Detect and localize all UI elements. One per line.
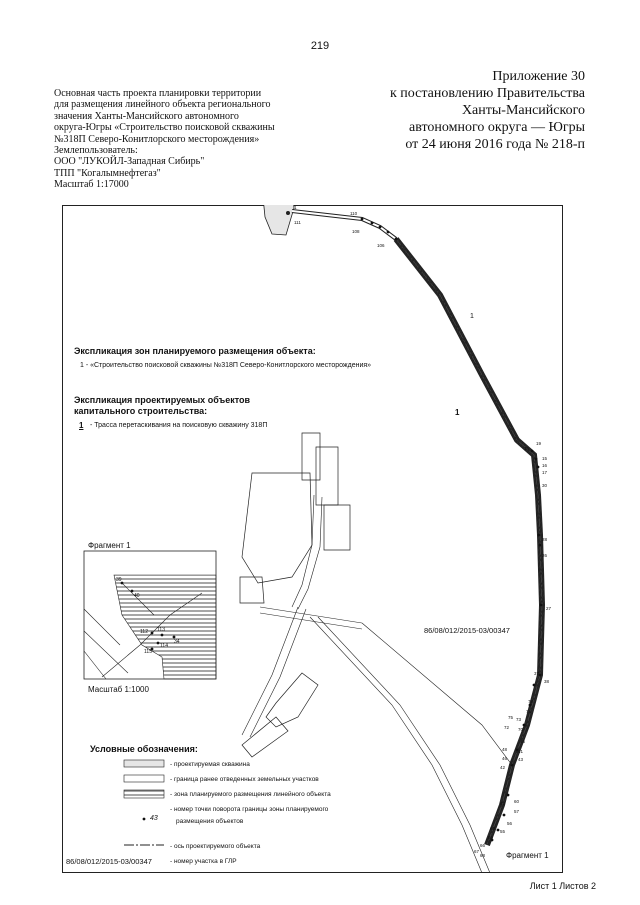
title-line: округа-Югры «Строительство поисковой скв… [54,122,275,134]
route-label: 67 [474,849,480,854]
objects-section-item: - Трасса перетаскивания на поисковую скв… [90,422,268,429]
appendix-line: автономного округа — Югры [409,120,585,135]
land-user-label: Землепользователь: [54,145,138,157]
turning-points [360,217,543,842]
well-pad [263,205,295,236]
appendix-line: Ханты-Мансийского [461,103,585,118]
legend-point-sample: 43 [150,815,158,822]
map-scale: Масштаб 1:17000 [54,179,129,191]
roads [241,494,513,873]
route-label: 63 [490,826,496,831]
route-label: 75 [508,715,514,720]
objects-marker: 1 [79,421,84,430]
existing-land-plots [239,432,351,758]
route-label: 37 [534,671,540,676]
route-label: 15 [542,456,548,461]
route-label: 66 [480,843,486,848]
route-label: 27 [546,606,552,611]
land-user-name: ООО "ЛУКОЙЛ-Западная Сибирь" [54,156,205,168]
route-label: 41 [518,749,524,754]
route-label: 74 [526,709,532,714]
sheet-footer: Лист 1 Листов 2 [529,881,596,891]
objects-section-title: Экспликация проектируемых объектов [74,395,251,405]
fragment-point-label: 115 [144,649,152,655]
fragment-point-label: 39 [116,577,122,583]
route-label: 48 [502,747,508,752]
appendix-line: от 24 июня 2016 года № 218-п [405,137,585,152]
route-label: 42 [500,765,506,770]
route-label: 1 [455,408,460,417]
route-label: 70 [518,727,524,732]
fragment-point-label: 34 [174,639,180,645]
title-line: значения Ханты-Мансийского автономного [54,110,239,122]
route-label: 18 [524,446,530,451]
route-label: 60 [514,799,520,804]
legend-item: - ось проектируемого объекта [170,843,261,850]
zones-section-title: Экспликация зон планируемого размещения … [74,346,316,356]
route-label: 111 [294,220,301,225]
fragment-point-label: 40 [134,593,140,599]
route-label: 56 [507,821,513,826]
legend-item: - номер участка в ГЛР [170,858,237,865]
route-label: 72 [504,725,510,730]
route-label: 38 [544,679,550,684]
route-label: 110 [350,211,358,216]
route-label: 57 [514,809,520,814]
legend-title: Условные обозначения: [90,744,198,754]
appendix-line: к постановлению Правительства [389,86,585,101]
appendix-line: Приложение 30 [492,69,585,84]
title-line: №318П Северо-Конитлорского месторождения… [54,133,260,145]
route-labels: 1 111 110 108 106 1 1 19 18 15 16 17 30 … [294,205,552,858]
route-label: 16 [542,463,548,468]
fragment-point-label: 113 [157,627,165,633]
route-label: 73 [516,717,522,722]
route-label: 108 [352,229,360,234]
route-label: 19 [536,441,542,446]
title-line: Основная часть проекта планировки террит… [54,88,262,99]
route-label: 106 [377,243,385,248]
fragment-inset: 39 40 112 113 114 115 34 [83,550,217,680]
route-label: 1 [470,313,474,320]
route-label: 28 [542,537,548,542]
legend-item: - номер точки поворота границы зоны план… [170,806,329,813]
legend-cadastral-sample: 86/08/012/2015-03/00347 [66,857,152,866]
land-user-unit: ТПП "Когалымнефтегаз" [54,167,161,179]
route-label: 78 [528,699,534,704]
route-label: 46 [502,756,508,761]
route-label: 45 [520,739,526,744]
title-line: для размещения линейного объекта региона… [54,99,271,111]
route-label: 55 [500,829,506,834]
map-frame: 1 111 110 108 106 1 1 19 18 15 16 17 30 … [62,205,563,873]
objects-section-subtitle: капитального строительства: [74,406,208,416]
route-label: 43 [518,757,524,762]
route-label: 62 [500,801,506,806]
cadastral-number: 86/08/012/2015-03/00347 [424,626,510,635]
zones-section-item: 1 - «Строительство поисковой скважины №3… [80,362,372,369]
fragment-point-label: 114 [160,643,168,649]
route-label: 30 [542,483,548,488]
legend-symbols [123,759,165,846]
legend-item: - граница ранее отведенных земельных уча… [170,776,319,783]
fragment-title: Фрагмент 1 [88,541,131,550]
appendix-header: Приложение 30 к постановлению Правительс… [315,68,585,153]
route-label: 65 [488,835,494,840]
route-label: 1 [294,205,297,210]
route-label: 26 [542,553,548,558]
legend-item: - проектируемая скважина [170,761,250,768]
route-label: 17 [542,470,548,475]
fragment-scale: Масштаб 1:1000 [88,685,149,694]
page-number: 219 [310,40,330,52]
legend-item: размещения объектов [176,818,244,825]
fragment-map-label: Фрагмент 1 [506,851,549,860]
fragment-point-label: 112 [140,629,148,635]
legend-item: - зона планируемого размещения линейного… [170,791,331,798]
project-title-block: Основная часть проекта планировки террит… [54,88,314,191]
